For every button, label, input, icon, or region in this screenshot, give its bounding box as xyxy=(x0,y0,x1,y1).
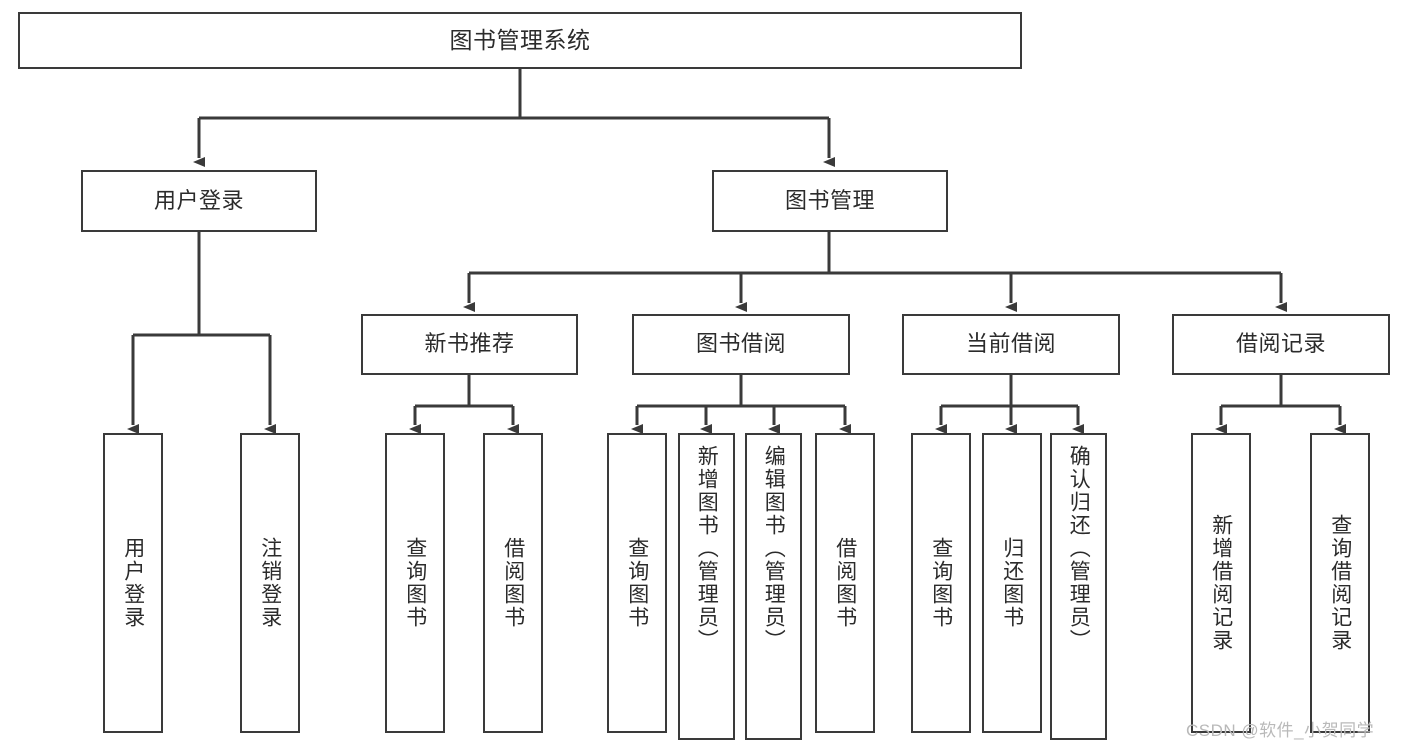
leaf-query-books-recommendation[interactable]: 查询图书 xyxy=(385,433,445,733)
node-new-book-recommendation[interactable]: 新书推荐 xyxy=(361,314,578,375)
node-user-login[interactable]: 用户登录 xyxy=(81,170,317,232)
node-label: 查询借阅记录 xyxy=(1328,514,1352,652)
leaf-query-books-current[interactable]: 查询图书 xyxy=(911,433,971,733)
node-label: 借阅图书 xyxy=(501,537,525,629)
node-label: 新增图书（管理员） xyxy=(695,445,719,652)
node-label: 注销登录 xyxy=(258,537,282,629)
node-label: 新书推荐 xyxy=(424,331,515,357)
node-label: 借阅图书 xyxy=(833,537,857,629)
leaf-edit-book-admin[interactable]: 编辑图书（管理员） xyxy=(745,433,802,740)
leaf-query-borrow-record[interactable]: 查询借阅记录 xyxy=(1310,433,1370,733)
node-label: 查询图书 xyxy=(929,537,953,629)
node-label: 图书管理系统 xyxy=(449,26,591,53)
leaf-confirm-return-admin[interactable]: 确认归还（管理员） xyxy=(1050,433,1107,740)
node-label: 查询图书 xyxy=(403,537,427,629)
leaf-return-books[interactable]: 归还图书 xyxy=(982,433,1042,733)
node-current-borrowing[interactable]: 当前借阅 xyxy=(902,314,1120,375)
leaf-borrow-books-borrowing[interactable]: 借阅图书 xyxy=(815,433,875,733)
node-label: 图书借阅 xyxy=(695,331,786,357)
node-label: 确认归还（管理员） xyxy=(1067,445,1091,652)
watermark: CSDN @软件_小贺同学 xyxy=(1186,721,1375,740)
node-label: 编辑图书（管理员） xyxy=(762,445,786,652)
leaf-logout[interactable]: 注销登录 xyxy=(240,433,300,733)
node-root-library-management-system[interactable]: 图书管理系统 xyxy=(18,12,1022,69)
leaf-borrow-books-recommendation[interactable]: 借阅图书 xyxy=(483,433,543,733)
node-label: 新增借阅记录 xyxy=(1209,514,1233,652)
node-label: 用户登录 xyxy=(121,537,145,629)
leaf-add-borrow-record[interactable]: 新增借阅记录 xyxy=(1191,433,1251,733)
node-label: 图书管理 xyxy=(784,187,875,213)
leaf-user-login[interactable]: 用户登录 xyxy=(103,433,163,733)
node-label: 用户登录 xyxy=(153,187,244,213)
node-borrowing-record[interactable]: 借阅记录 xyxy=(1172,314,1390,375)
node-book-borrowing[interactable]: 图书借阅 xyxy=(632,314,850,375)
node-label: 借阅记录 xyxy=(1235,331,1326,357)
node-book-management[interactable]: 图书管理 xyxy=(712,170,948,232)
leaf-add-book-admin[interactable]: 新增图书（管理员） xyxy=(678,433,735,740)
node-label: 当前借阅 xyxy=(965,331,1056,357)
node-label: 归还图书 xyxy=(1000,537,1024,629)
node-label: 查询图书 xyxy=(625,537,649,629)
leaf-query-books-borrowing[interactable]: 查询图书 xyxy=(607,433,667,733)
